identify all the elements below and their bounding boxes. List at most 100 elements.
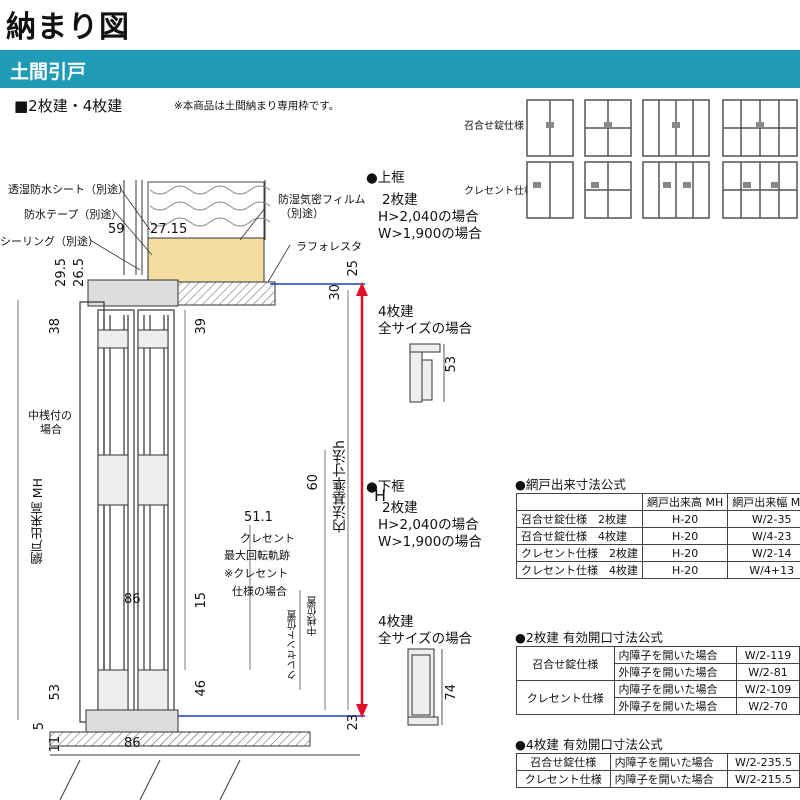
table1-cell: W/2-35	[727, 510, 800, 528]
section-drawing	[17, 180, 368, 800]
label-crescent-note2: 仕様の場合	[232, 585, 287, 598]
table-row: 召合せ錠仕様 2枚建 H-20 W/2-35	[516, 510, 800, 528]
dim-30: 30	[328, 284, 343, 301]
lower-detail-4	[407, 648, 443, 726]
upper-frame-title: ●上框	[366, 170, 405, 186]
table1-cell: 召合せ錠仕様 2枚建	[516, 510, 643, 528]
table1-cell: H-20	[641, 561, 729, 579]
page-title: 納まり図	[6, 10, 130, 45]
table2-cell: W/2-119	[735, 646, 800, 664]
table-row: 召合せ錠仕様 内障子を開いた場合 W/2-119	[516, 646, 800, 681]
table1-header-mh: 網戸出来高 MH	[641, 493, 729, 511]
table-row: クレセント仕様 2枚建 H-20 W/2-14	[516, 544, 800, 562]
dim-59: 59	[108, 222, 125, 237]
section-bar: 土間引戸	[0, 50, 800, 88]
table-row: 外障子を開いた場合 W/2-81	[517, 663, 800, 681]
dim-51-1: 51.1	[244, 510, 273, 525]
upper-frame-line1: 2枚建	[382, 192, 418, 208]
table1-header-mw: 網戸出来幅 MW	[727, 493, 800, 511]
dim-39: 39	[194, 318, 209, 335]
table1-cell: W/2-14	[727, 544, 800, 562]
dim-46: 46	[194, 680, 209, 697]
upper-frame-four-2: 全サイズの場合	[378, 321, 473, 337]
table-mesh-formula: 網戸出来高 MH 網戸出来幅 MW 召合せ錠仕様 2枚建 H-20 W/2-35…	[516, 493, 800, 579]
label-film-1: 防湿気密フィルム	[278, 193, 366, 206]
label-h: 内法基準寸法h	[332, 440, 348, 533]
upper-frame-four-1: 4枚建	[378, 304, 414, 320]
table1-title: ●網戸出来寸法公式	[515, 477, 626, 492]
label-max-rot: 最大回転軌跡	[224, 549, 290, 562]
table2-cell: 外障子を開いた場合	[613, 663, 737, 681]
table2-cell: W/2-109	[735, 680, 800, 698]
table-2-leaf-opening: 召合せ錠仕様 内障子を開いた場合 W/2-119 外障子を開いた場合 W/2-8…	[516, 646, 800, 715]
table3-cell: クレセント仕様	[516, 770, 611, 788]
lower-frame-four-1: 4枚建	[378, 614, 414, 630]
table-row: クレセント仕様 内障子を開いた場合 W/2-215.5	[516, 770, 800, 788]
table3-title: ●4枚建 有効開口寸法公式	[515, 737, 663, 752]
table-row: 外障子を開いた場合 W/2-70	[517, 697, 800, 715]
table3-cell: 内障子を開いた場合	[609, 770, 729, 788]
dim-74: 74	[444, 684, 459, 701]
label-midbar-pos: 中桟位置	[308, 596, 319, 636]
dim-11: 11	[48, 736, 63, 753]
dim-26-5: 26.5	[72, 258, 87, 287]
label-laforesta: ラフォレスタ	[296, 240, 362, 253]
upper-frame-line3: W>1,900の場合	[378, 226, 482, 242]
dim-27-15: 27.15	[150, 222, 188, 237]
table1-cell: H-20	[641, 510, 729, 528]
note: ※本商品は土間納まり専用枠です。	[174, 100, 340, 112]
label-crescent-pos: クレセント位置	[288, 610, 299, 680]
dim-15: 15	[194, 592, 209, 609]
thumb-label-lock: 召合せ錠仕様	[464, 121, 524, 132]
label-crescent-note: ※クレセント	[224, 567, 289, 580]
window-thumbnails	[526, 99, 798, 219]
dim-H: H	[374, 486, 387, 505]
dim-23: 23	[346, 714, 361, 731]
table2-cell: 内障子を開いた場合	[613, 646, 737, 664]
table3-cell: 召合せ錠仕様	[516, 753, 611, 771]
dim-53: 53	[48, 684, 63, 701]
thumb-label-crescent: クレセント仕様	[464, 186, 534, 197]
dim-53b: 53	[444, 356, 459, 373]
table-4-leaf-opening: 召合せ錠仕様 内障子を開いた場合 W/2-235.5 クレセント仕様 内障子を開…	[516, 753, 800, 788]
table1-cell: W/4+13	[727, 561, 800, 579]
table-row: クレセント仕様 4枚建 H-20 W/4+13	[516, 561, 800, 579]
table2-cell: クレセント仕様	[516, 680, 615, 715]
upper-detail-4	[409, 343, 445, 403]
label-midbar-1: 中桟付の	[28, 409, 72, 422]
dim-60: 60	[306, 474, 321, 491]
dim-25: 25	[346, 260, 361, 277]
table1-cell: W/4-23	[727, 527, 800, 545]
table1-cell: クレセント仕様 4枚建	[516, 561, 643, 579]
label-sheet: 透湿防水シート（別途）	[8, 183, 129, 196]
table1-cell: H-20	[641, 544, 729, 562]
section-title: 土間引戸	[10, 61, 87, 83]
table1-cell: H-20	[641, 527, 729, 545]
dim-38: 38	[48, 318, 63, 335]
table3-cell: W/2-215.5	[727, 770, 800, 788]
lower-frame-line2: H>2,040の場合	[378, 517, 479, 533]
table1-cell: クレセント仕様 2枚建	[516, 544, 643, 562]
label-film-2: （別途）	[280, 207, 324, 220]
table1-cell: 召合せ錠仕様 4枚建	[516, 527, 643, 545]
lower-frame-title: ●下框	[366, 479, 405, 495]
dim-86b: 86	[124, 736, 141, 751]
dim-86: 86	[124, 592, 141, 607]
label-mh: 網戸出来高 MH	[30, 478, 45, 565]
table2-cell: 召合せ錠仕様	[516, 646, 615, 681]
table2-cell: W/2-70	[735, 697, 800, 715]
label-midbar-2: 場合	[40, 423, 62, 436]
lower-frame-line1: 2枚建	[382, 500, 418, 516]
table3-cell: W/2-235.5	[727, 753, 800, 771]
label-crescent: クレセント	[240, 532, 295, 545]
dim-29-5: 29.5	[54, 258, 69, 287]
lower-frame-line3: W>1,900の場合	[378, 534, 482, 550]
table2-cell: 内障子を開いた場合	[613, 680, 737, 698]
subtitle: ■2枚建・4枚建	[14, 97, 123, 115]
label-sealing: シーリング（別途）	[0, 235, 99, 248]
dim-5: 5	[32, 722, 47, 731]
table-row: クレセント仕様 内障子を開いた場合 W/2-109	[516, 680, 800, 715]
table2-cell: 外障子を開いた場合	[613, 697, 737, 715]
table-row: 召合せ錠仕様 4枚建 H-20 W/4-23	[516, 527, 800, 545]
table1-header-blank	[516, 493, 643, 511]
